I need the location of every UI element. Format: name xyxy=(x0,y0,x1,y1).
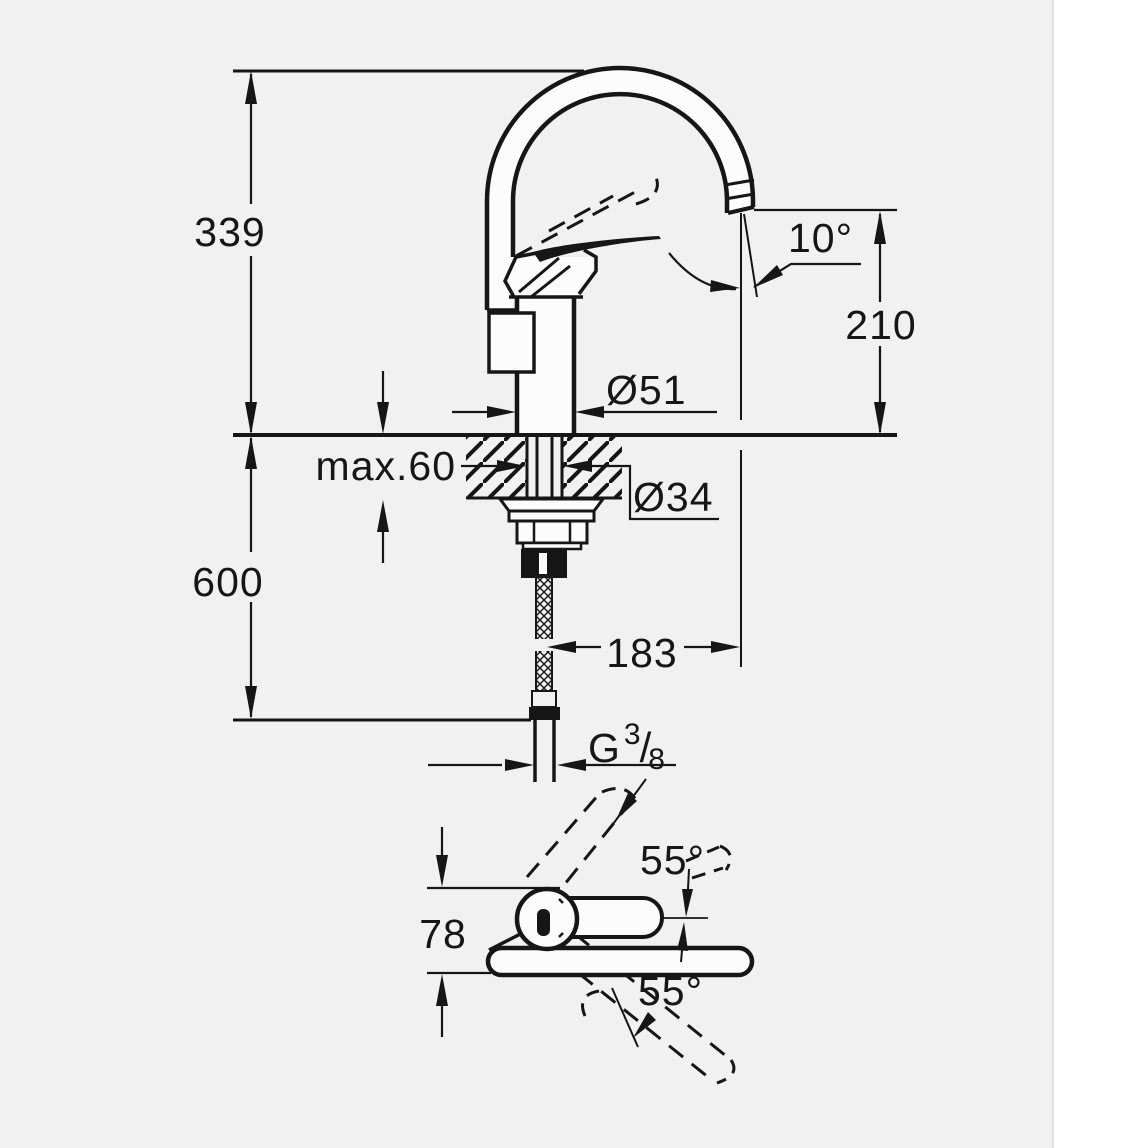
dim-183: 183 xyxy=(547,630,740,676)
head-facet-lines xyxy=(518,256,571,299)
dim-arrows xyxy=(487,406,604,418)
aerator-band xyxy=(724,178,755,201)
swing-tip-dashed-lines xyxy=(685,845,724,880)
hose-end-fitting xyxy=(531,690,557,708)
g38-pipe xyxy=(533,720,556,782)
spout-arc-fill xyxy=(487,68,753,201)
knob-slot xyxy=(537,909,550,936)
connector-slit xyxy=(539,553,547,574)
lever-junction-ticks xyxy=(558,898,564,938)
angle-10-label: 10° xyxy=(788,215,853,261)
thread-letter: G xyxy=(588,725,621,771)
angle-double-arrow xyxy=(677,889,693,951)
top-view: 78 55° 55° xyxy=(419,778,755,1085)
dim-arrows xyxy=(505,759,586,771)
spout-left-leg-fill xyxy=(487,200,513,310)
cartridge-head-outline xyxy=(503,248,598,299)
outlet-end-line xyxy=(727,205,755,215)
dim-339: 339 xyxy=(194,71,265,435)
handle-raised-dashed-lower-line xyxy=(515,189,638,258)
lever-handle-side xyxy=(533,236,661,262)
spout-legs xyxy=(484,201,756,310)
dia-51-label: Ø51 xyxy=(606,367,687,413)
spout-inner-arc xyxy=(510,91,730,202)
hose-nut xyxy=(529,707,560,720)
dim-210-label: 210 xyxy=(845,302,916,348)
braided-hose-lower xyxy=(536,651,552,691)
side-block xyxy=(487,311,536,374)
thread-slash: / xyxy=(640,724,653,771)
dia-51: Ø51 xyxy=(452,367,717,418)
stabilizing-flange xyxy=(497,497,606,513)
swing-tip-cap xyxy=(719,844,732,871)
cartridge-head-fill xyxy=(505,257,596,297)
swing-lower-far-cap xyxy=(716,1059,736,1085)
thread-numerator: 3 xyxy=(624,718,642,751)
dim-339-label: 339 xyxy=(194,209,265,255)
angle-55-top-label: 55° xyxy=(640,837,705,883)
nut-facets xyxy=(532,521,572,543)
upper-leader-arrow xyxy=(616,793,637,820)
dim-183-label: 183 xyxy=(606,630,677,676)
dim-78-label: 78 xyxy=(419,911,467,957)
hose-outline xyxy=(535,578,553,691)
front-view xyxy=(233,65,897,782)
dim-arrows xyxy=(377,402,389,532)
braided-hose-upper xyxy=(536,578,552,639)
angle-10: 10° xyxy=(668,215,861,292)
spout-top-view xyxy=(485,945,755,978)
dim-arrows xyxy=(245,436,257,719)
handle-raised-dashed-tip xyxy=(635,176,659,206)
right-panel xyxy=(1052,0,1148,1148)
thin-washer xyxy=(521,541,583,551)
max-60-label: max.60 xyxy=(316,443,456,489)
mounting-nut xyxy=(515,519,589,545)
dim-line xyxy=(427,827,560,1037)
angle-arrow-tails xyxy=(680,868,690,963)
mounting-shank xyxy=(525,437,564,498)
arc-arrow xyxy=(710,280,740,292)
swing-upper-dashed-line1 xyxy=(546,802,632,906)
lower-leader-arrow xyxy=(633,1012,656,1038)
dim-600: 600 xyxy=(192,436,263,719)
dia-34: Ø34 xyxy=(461,460,719,521)
dim-arrows xyxy=(497,460,592,472)
stream-line xyxy=(743,213,758,298)
handle-raised-dashed-upper-line xyxy=(548,194,614,233)
swing-arc xyxy=(668,252,737,291)
thread-denominator: 8 xyxy=(648,743,666,776)
max-60: max.60 xyxy=(316,371,456,563)
angle-55-bottom-label: 55° xyxy=(638,968,703,1014)
dim-78: 78 xyxy=(419,827,560,1037)
swing-lower-near-cap xyxy=(581,989,600,1017)
dim-600-label: 600 xyxy=(192,559,263,605)
dia-34-label: Ø34 xyxy=(633,474,714,520)
dim-arrows xyxy=(436,855,448,1006)
dim-210: 210 xyxy=(845,211,916,435)
swing-upper-cap xyxy=(601,786,638,801)
spout-outer-arc xyxy=(484,65,756,202)
leader-arrow xyxy=(753,265,783,288)
swing-upper-dashed-line2 xyxy=(525,792,602,878)
